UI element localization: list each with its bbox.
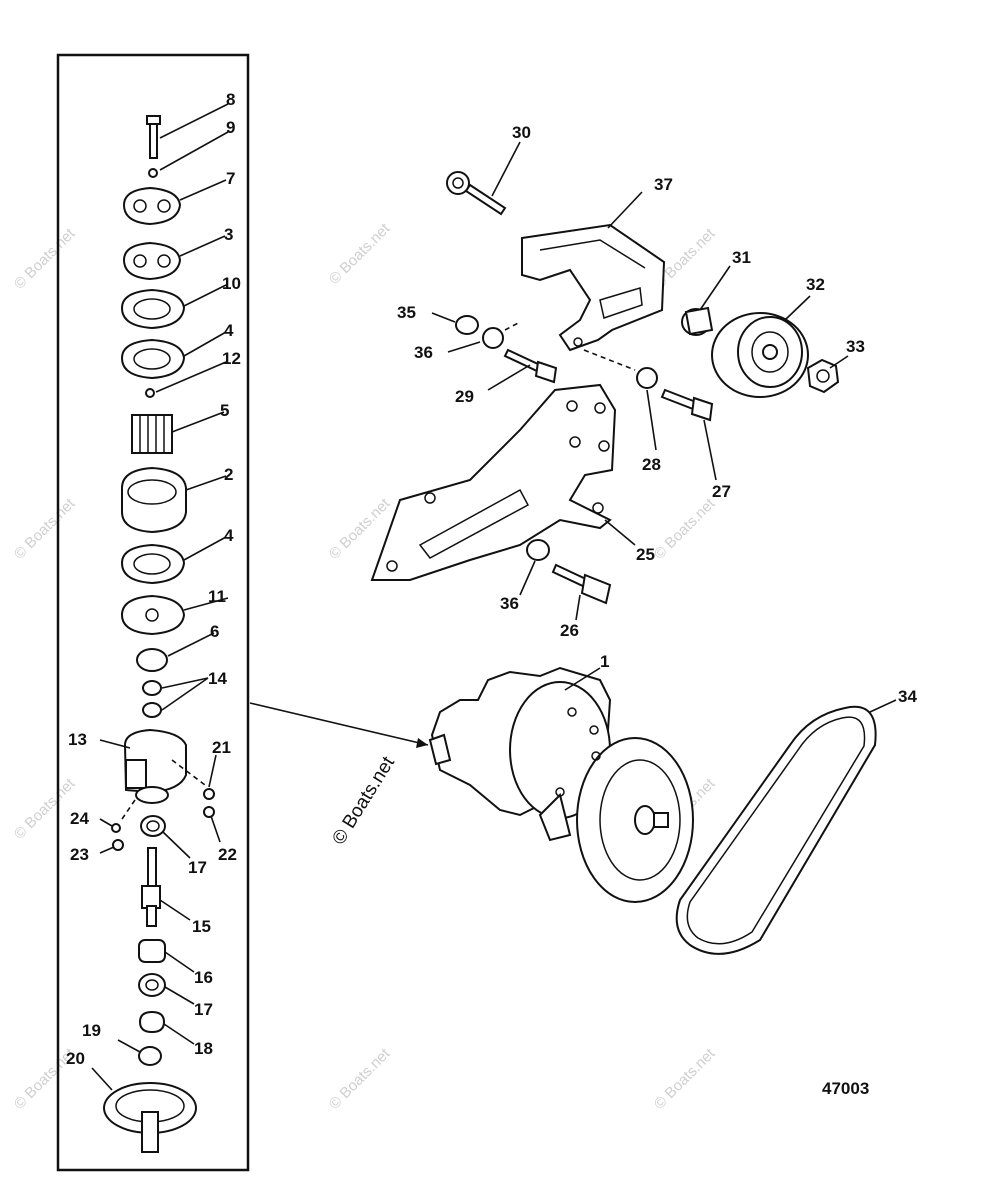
part-label: 5 bbox=[220, 401, 229, 420]
part-label: 32 bbox=[806, 275, 825, 294]
part-label: 24 bbox=[70, 809, 89, 828]
part-label: 36 bbox=[414, 343, 433, 362]
inset-exploded-pump-parts bbox=[103, 115, 215, 1153]
part-label: 4 bbox=[224, 321, 234, 340]
part-label: 14 bbox=[208, 669, 227, 688]
pump-1 bbox=[428, 666, 694, 903]
watermark: © Boats.net bbox=[326, 1045, 394, 1113]
washer-36 bbox=[482, 327, 504, 349]
part-label: 22 bbox=[218, 845, 237, 864]
washer-28 bbox=[636, 367, 658, 389]
part-label: 8 bbox=[226, 90, 235, 109]
bolt-27 bbox=[660, 388, 714, 422]
part-label: 19 bbox=[82, 1021, 101, 1040]
part-label: 31 bbox=[732, 248, 751, 267]
part-label: 29 bbox=[455, 387, 474, 406]
figure-number: 47003 bbox=[822, 1079, 869, 1098]
main-assembly bbox=[370, 171, 877, 955]
watermark: © Boats.net bbox=[328, 752, 399, 848]
part-label: 12 bbox=[222, 349, 241, 368]
part-label: 4 bbox=[224, 526, 234, 545]
watermark: © Boats.net bbox=[326, 220, 394, 288]
part-label: 21 bbox=[212, 738, 231, 757]
bolt-29 bbox=[503, 348, 558, 384]
part-label: 36 bbox=[500, 594, 519, 613]
part-label: 3 bbox=[224, 225, 233, 244]
part-label: 35 bbox=[397, 303, 416, 322]
watermark: © Boats.net bbox=[651, 1045, 719, 1113]
part-label: 30 bbox=[512, 123, 531, 142]
nut-35 bbox=[455, 315, 479, 335]
inset-to-pump-arrow bbox=[249, 702, 429, 748]
part-label: 25 bbox=[636, 545, 655, 564]
part-label: 33 bbox=[846, 337, 865, 356]
part-label: 15 bbox=[192, 917, 211, 936]
part-label: 23 bbox=[70, 845, 89, 864]
main-part-labels: 30 37 31 32 33 35 36 29 28 27 25 36 26 1… bbox=[397, 123, 917, 706]
part-label: 10 bbox=[222, 274, 241, 293]
part-label: 20 bbox=[66, 1049, 85, 1068]
part-label: 27 bbox=[712, 482, 731, 501]
inset-leaders bbox=[91, 103, 229, 1091]
part-label: 2 bbox=[224, 465, 233, 484]
part-label: 16 bbox=[194, 968, 213, 987]
washer-36 bbox=[526, 539, 550, 561]
watermark: © Boats.net bbox=[11, 495, 79, 563]
main-leaders bbox=[431, 141, 897, 713]
part-label: 37 bbox=[654, 175, 673, 194]
bolt-26 bbox=[551, 563, 612, 605]
part-label: 11 bbox=[208, 587, 226, 606]
inset-part-labels: 8 9 7 3 10 4 12 5 2 4 11 6 14 13 21 24 2… bbox=[66, 90, 241, 1068]
watermark: © Boats.net bbox=[11, 225, 79, 293]
mounting-plate-25 bbox=[370, 383, 617, 581]
part-label: 26 bbox=[560, 621, 579, 640]
part-label: 17 bbox=[188, 858, 207, 877]
bolt-30 bbox=[446, 171, 507, 216]
spacer-31 bbox=[681, 306, 714, 336]
part-label: 34 bbox=[898, 687, 917, 706]
part-label: 17 bbox=[194, 1000, 213, 1019]
inset-frame bbox=[56, 53, 250, 1172]
bracket-37 bbox=[521, 223, 666, 352]
part-label: 6 bbox=[210, 622, 219, 641]
background-watermarks: © Boats.net © Boats.net © Boats.net © Bo… bbox=[11, 220, 719, 1113]
part-label: 1 bbox=[600, 652, 609, 671]
part-label: 18 bbox=[194, 1039, 213, 1058]
idler-pulley-32 bbox=[711, 312, 809, 398]
part-label: 7 bbox=[226, 169, 235, 188]
part-label: 28 bbox=[642, 455, 661, 474]
watermark: © Boats.net bbox=[651, 495, 719, 563]
belt-34 bbox=[675, 705, 877, 955]
part-label: 9 bbox=[226, 118, 235, 137]
watermark: © Boats.net bbox=[11, 775, 79, 843]
part-label: 13 bbox=[68, 730, 87, 749]
